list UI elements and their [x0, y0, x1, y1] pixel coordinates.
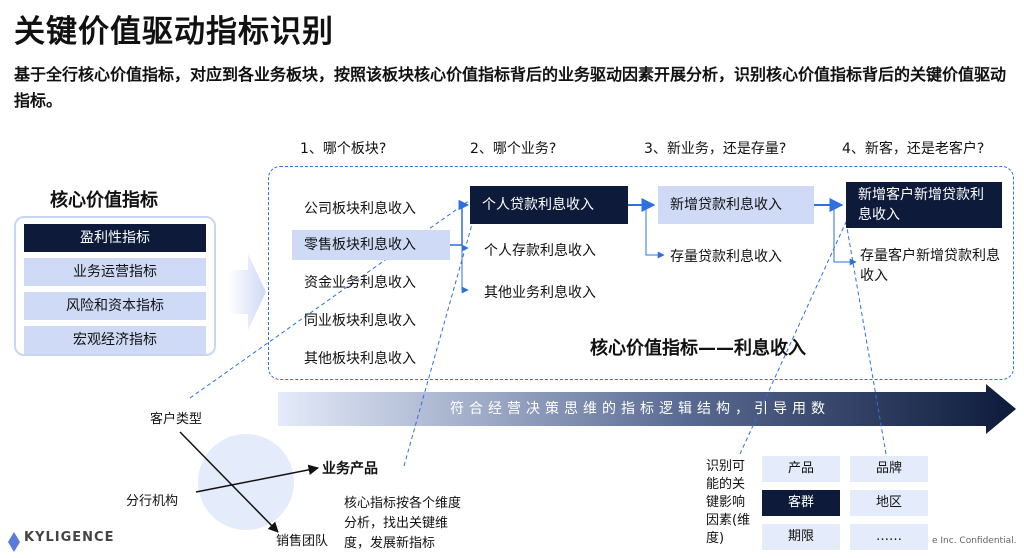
tag-term[interactable]: 期限 — [762, 524, 840, 550]
tag-region[interactable]: 地区 — [850, 490, 928, 516]
page-subtitle: 基于全行核心价值指标，对应到各业务板块，按照该板块核心价值指标背后的业务驱动因素… — [14, 65, 1007, 110]
core-indicator-label: 核心价值指标 — [50, 190, 158, 211]
core-item-risk-capital[interactable]: 风险和资本指标 — [24, 292, 206, 320]
segment-retail[interactable]: 零售板块利息收入 — [292, 230, 450, 260]
interest-income-box — [268, 166, 1014, 380]
segment-other[interactable]: 其他板块利息收入 — [304, 351, 416, 367]
step-label-4: 4、新客，还是老客户? — [842, 141, 985, 157]
core-item-macro[interactable]: 宏观经济指标 — [24, 326, 206, 354]
business-personal-deposit[interactable]: 个人存款利息收入 — [484, 243, 596, 259]
loan-existing[interactable]: 存量贷款利息收入 — [670, 249, 782, 265]
footer-logo: KYLIGENCE — [24, 530, 115, 545]
customer-new[interactable]: 新增客户新增贷款利息收入 — [846, 182, 1002, 228]
customer-existing[interactable]: 存量客户新增贷款利息收入 — [860, 248, 1000, 284]
tag-more[interactable]: …… — [850, 524, 928, 550]
step-label-2: 2、哪个业务? — [470, 141, 557, 157]
core-item-profitability[interactable]: 盈利性指标 — [24, 224, 206, 252]
loan-new[interactable]: 新增贷款利息收入 — [658, 186, 814, 224]
footer-confidential: e Inc. Confidential. — [932, 536, 1017, 546]
tag-product[interactable]: 产品 — [762, 456, 840, 482]
tag-brand[interactable]: 品牌 — [850, 456, 928, 482]
dimension-branch: 分行机构 — [126, 494, 179, 509]
dimension-note: 核心指标按各个维度分析，找出关键维度，发展新指标 — [344, 496, 462, 551]
chevron-arrow — [228, 254, 266, 330]
step-label-1: 1、哪个板块? — [300, 141, 387, 157]
box-title: 核心价值指标——利息收入 — [590, 338, 806, 359]
dimension-customer-type: 客户类型 — [150, 412, 203, 427]
dimension-business-product: 业务产品 — [322, 461, 378, 477]
kyligence-logo-icon — [8, 532, 20, 552]
segment-corporate[interactable]: 公司板块利息收入 — [304, 201, 416, 217]
segment-interbank[interactable]: 同业板块利息收入 — [304, 313, 416, 329]
page-title: 关键价值驱动指标识别 — [14, 14, 334, 50]
flow-arrow — [278, 384, 1016, 434]
segment-treasury[interactable]: 资金业务利息收入 — [304, 275, 416, 291]
step-label-3: 3、新业务，还是存量? — [644, 141, 787, 157]
tag-customer-group[interactable]: 客群 — [762, 490, 840, 516]
flow-arrow-text: 符合经营决策思维的指标逻辑结构，引导用数 — [450, 401, 830, 417]
business-other[interactable]: 其他业务利息收入 — [484, 285, 596, 301]
key-dimension-label: 识别可能的关键影响因素(维度) — [706, 459, 751, 546]
dimension-sales-team: 销售团队 — [276, 534, 329, 549]
core-item-operations[interactable]: 业务运营指标 — [24, 258, 206, 286]
business-personal-loan[interactable]: 个人贷款利息收入 — [470, 186, 628, 224]
